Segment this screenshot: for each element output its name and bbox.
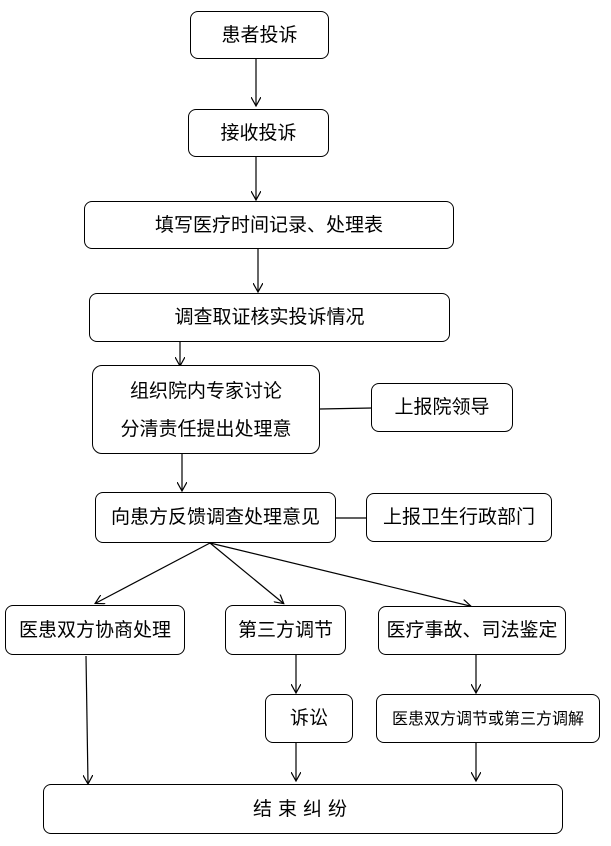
node-accident-appraisal-label: 医疗事故、司法鉴定 [386, 619, 558, 642]
node-lawsuit: 诉讼 [265, 694, 353, 743]
node-fill-record-label: 填写医疗时间记录、处理表 [154, 213, 383, 236]
arrow-negotiation-to-end [86, 655, 88, 783]
node-feedback: 向患方反馈调查处理意见 [95, 492, 336, 543]
node-investigate-label: 调查取证核实投诉情况 [174, 306, 365, 329]
node-negotiation-label: 医患双方协商处理 [18, 618, 171, 641]
node-mediation-or-third-label: 医患双方调节或第三方调解 [391, 708, 584, 728]
node-end-dispute-label: 结束纠纷 [252, 797, 353, 820]
node-third-party-label: 第三方调节 [237, 618, 333, 641]
node-negotiation: 医患双方协商处理 [5, 605, 185, 655]
node-fill-record: 填写医疗时间记录、处理表 [84, 201, 454, 249]
node-accident-appraisal: 医疗事故、司法鉴定 [378, 606, 566, 655]
node-mediation-or-third: 医患双方调节或第三方调解 [376, 694, 600, 743]
arrow-feedback-to-negotiation [96, 542, 211, 603]
node-report-leader-label: 上报院领导 [394, 396, 490, 419]
node-report-leader: 上报院领导 [371, 383, 513, 432]
node-expert-discussion-line2: 分清责任提出处理意 [120, 417, 292, 440]
node-report-health-dept: 上报卫生行政部门 [366, 493, 552, 542]
node-lawsuit-label: 诉讼 [289, 707, 328, 730]
node-receive-complaint-label: 接收投诉 [220, 121, 297, 144]
line-expert-to-leader [319, 407, 373, 410]
arrow-feedback-to-appraisal [209, 542, 470, 606]
node-report-health-dept-label: 上报卫生行政部门 [382, 506, 535, 529]
node-feedback-label: 向患方反馈调查处理意见 [110, 506, 320, 529]
node-third-party: 第三方调节 [225, 605, 346, 655]
node-patient-complaint: 患者投诉 [190, 11, 329, 59]
node-end-dispute: 结束纠纷 [43, 784, 563, 834]
node-patient-complaint-label: 患者投诉 [221, 23, 298, 46]
node-investigate: 调查取证核实投诉情况 [89, 293, 450, 342]
node-receive-complaint: 接收投诉 [188, 109, 329, 157]
arrow-feedback-to-third-party [209, 542, 283, 603]
node-expert-discussion-line1: 组织院内专家讨论 [129, 379, 282, 402]
node-expert-discussion: 组织院内专家讨论 分清责任提出处理意 [92, 365, 320, 454]
